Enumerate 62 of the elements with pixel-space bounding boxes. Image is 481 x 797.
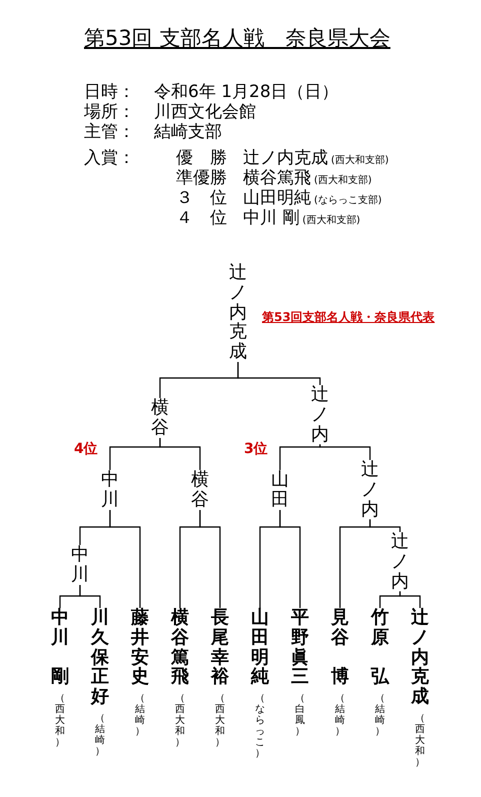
rank-label: ３ 位 — [175, 188, 228, 208]
field-value: 川西文化会館 — [154, 102, 256, 122]
field-label: 入賞： — [84, 148, 136, 170]
winner-name: 中川 — [71, 545, 89, 585]
bracket-line — [199, 510, 221, 608]
player-name: 山田明純 — [251, 608, 269, 688]
winner-name: 山田明純 — [243, 188, 311, 208]
player-name: 藤井安史 — [131, 608, 149, 688]
field-value: 令和6年 1月28日（日） — [154, 82, 339, 102]
bracket-line — [279, 444, 321, 470]
player-name: 長尾幸裕 — [211, 608, 229, 688]
winner-name: 辻ノ内 — [391, 532, 409, 592]
winner-name: 辻ノ内克成 — [243, 148, 328, 168]
rank-label: 4位 — [74, 440, 98, 459]
rank-label: 準優勝 — [175, 168, 228, 188]
club-name: （西大和） — [55, 693, 65, 748]
club-name: (西大和支部) — [314, 174, 372, 188]
winner-name: 山田 — [271, 470, 289, 510]
club-name: （西大和） — [415, 712, 425, 768]
club-name: (西大和支部) — [331, 154, 389, 168]
club-name: （ならっこ） — [255, 693, 265, 760]
title: 第53回 支部名人戦 奈良県大会 — [84, 28, 390, 49]
field-value: 結崎支部 — [154, 122, 222, 142]
bracket-line — [369, 519, 401, 532]
player-name: 中川剛 — [51, 608, 69, 688]
winner-name: 辻ノ内克成 — [229, 263, 247, 362]
winner-name: 中川 — [101, 470, 119, 510]
player-name: 辻ノ内克成 — [411, 608, 429, 707]
winner-name: 辻ノ内 — [311, 385, 329, 444]
representative-note: 第53回支部名人戦・奈良県代表 — [262, 309, 435, 326]
winner-name: 中川 剛 — [243, 208, 300, 228]
player-name: 見谷博 — [331, 608, 349, 688]
bracket-line — [109, 510, 141, 608]
bracket-line — [279, 510, 301, 608]
winner-name: 辻ノ内 — [361, 460, 379, 520]
bracket-line — [79, 584, 101, 608]
club-name: (西大和支部) — [302, 214, 360, 228]
rank-label: 3位 — [244, 440, 268, 459]
club-name: (ならっこ支部) — [314, 194, 382, 208]
club-name: （西大和） — [175, 693, 185, 748]
player-name: 川久保正好 — [91, 608, 109, 707]
field-label: 日時： — [84, 82, 136, 102]
club-name: （西大和） — [215, 693, 225, 748]
bracket-line — [159, 438, 201, 470]
club-name: （結崎） — [135, 693, 145, 738]
club-name: （白鳳） — [295, 693, 305, 738]
player-name: 平野眞三 — [291, 608, 309, 688]
rank-label: ４ 位 — [175, 208, 228, 228]
field-label: 場所： — [84, 102, 136, 122]
rank-label: 優 勝 — [175, 148, 228, 168]
club-name: （結崎） — [375, 693, 385, 738]
player-name: 竹原弘 — [371, 608, 389, 688]
bracket-line — [319, 444, 371, 460]
winner-name: 横谷 — [151, 398, 169, 438]
bracket-line — [237, 362, 321, 385]
winner-name: 横谷 — [191, 470, 209, 510]
field-label: 主管： — [84, 122, 136, 142]
bracket-line — [399, 591, 421, 608]
club-name: （結崎） — [95, 712, 105, 757]
player-name: 横谷篤飛 — [171, 608, 189, 688]
winner-name: 横谷篤飛 — [243, 168, 311, 188]
club-name: （結崎） — [335, 693, 345, 738]
